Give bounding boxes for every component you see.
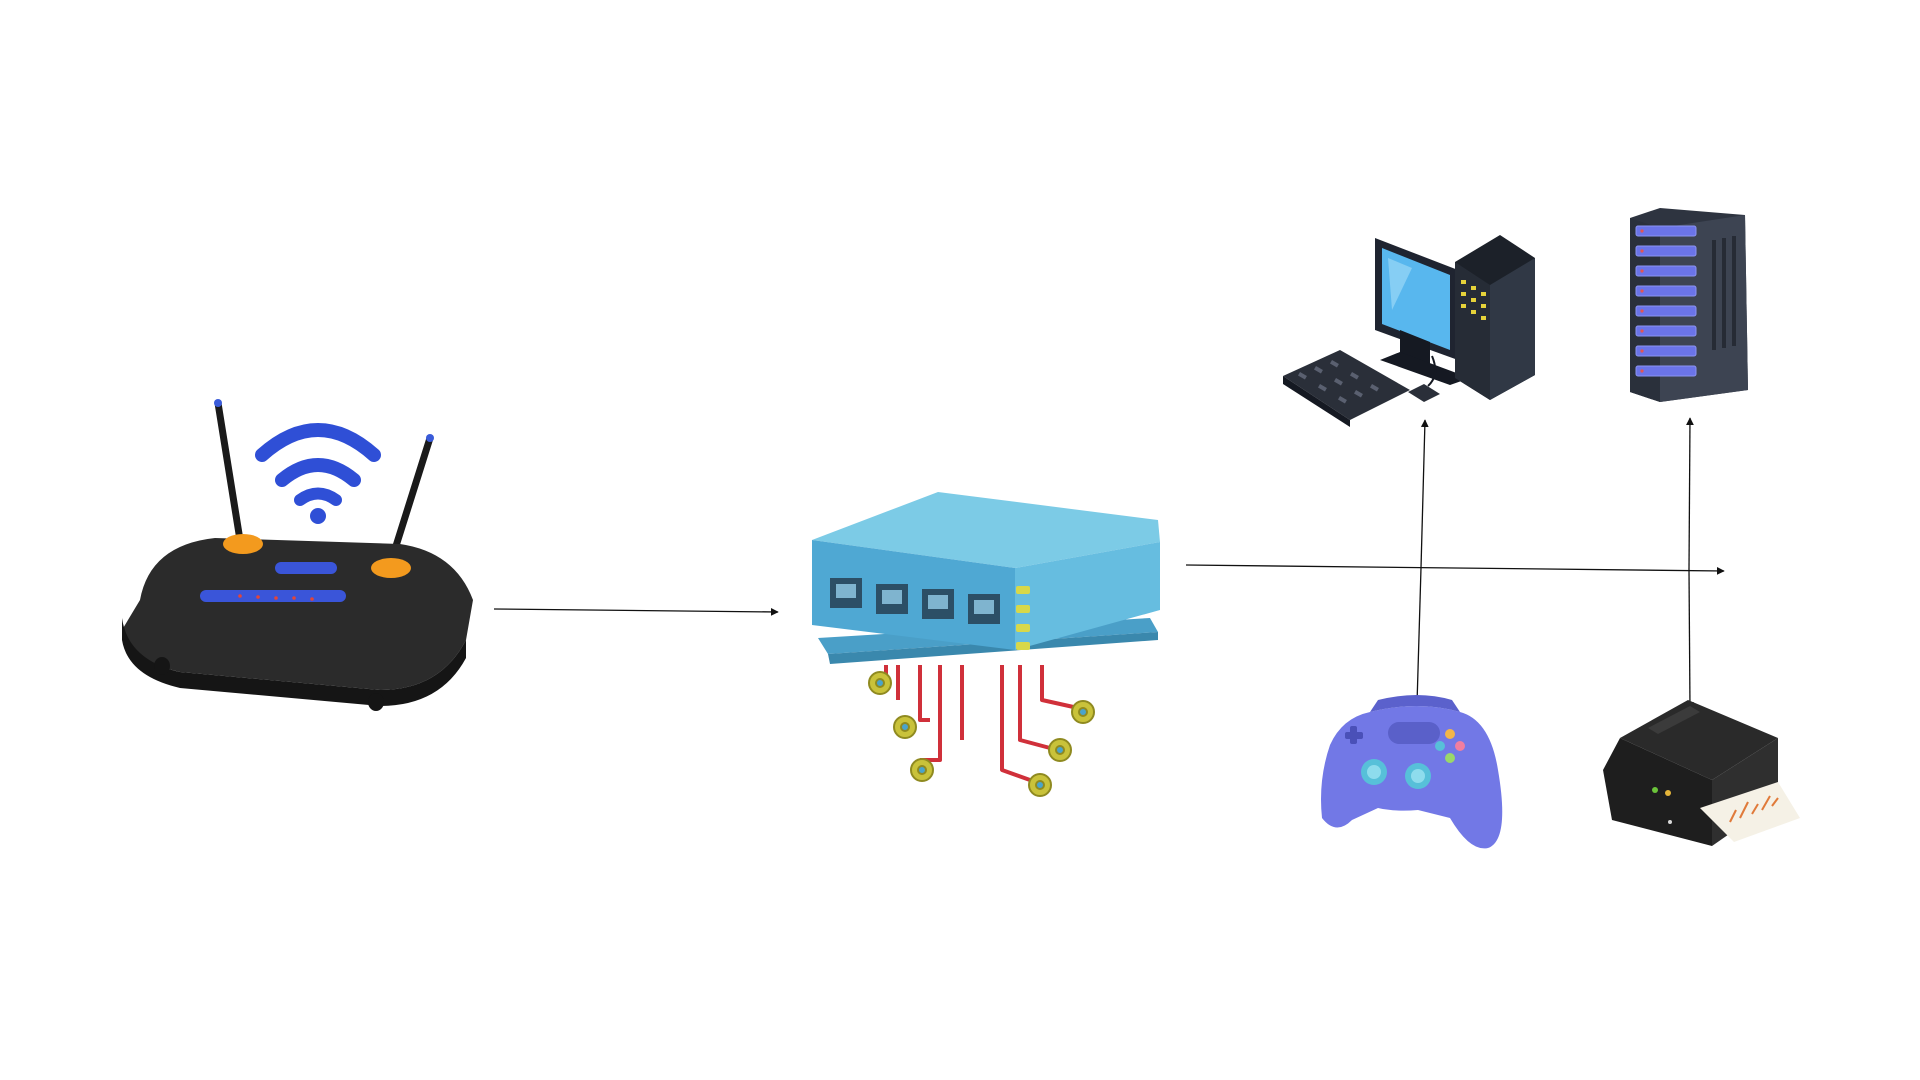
edge-bus-printer xyxy=(1686,569,1694,710)
circuit-traces xyxy=(880,665,1079,782)
switch-ports xyxy=(830,578,1000,624)
edge-switch-bus xyxy=(1185,564,1725,575)
circuit-nodes xyxy=(868,671,1095,797)
network-switch-icon xyxy=(812,492,1160,797)
edge-bus-desktop xyxy=(1420,419,1429,569)
wifi-router-icon xyxy=(122,399,473,711)
server-rack-icon xyxy=(1630,208,1748,402)
switch-leds xyxy=(1016,586,1030,650)
edge-bus-server xyxy=(1686,417,1694,571)
connection-lines xyxy=(493,417,1725,710)
wifi-signal-icon xyxy=(255,423,381,524)
game-controller-icon xyxy=(1321,695,1503,849)
edge-router-switch xyxy=(493,608,779,616)
desktop-computer-icon xyxy=(1283,235,1535,427)
printer-icon xyxy=(1603,700,1800,846)
edge-bus-gamepad xyxy=(1413,567,1422,705)
